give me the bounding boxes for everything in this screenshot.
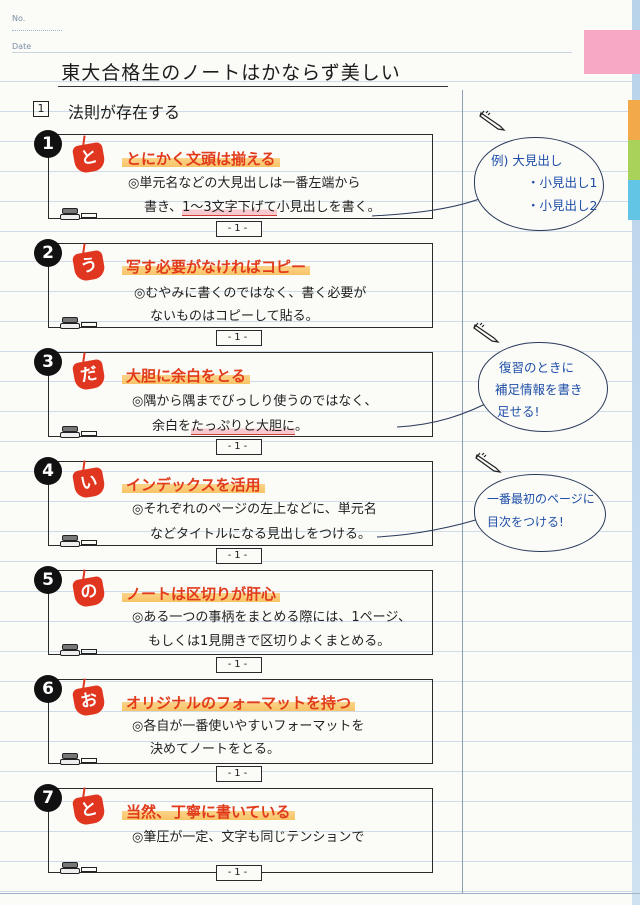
rule-number: 5 — [34, 566, 62, 594]
pencil-icon — [473, 322, 500, 343]
rule-body-line1: ◎隅から隅までびっしり使うのではなく、 — [132, 394, 378, 409]
no-label: No. — [12, 14, 26, 23]
note-line: 目次をつける! — [487, 515, 564, 529]
note-line: ・小見出し2 — [527, 198, 598, 213]
rule-number: 6 — [34, 675, 62, 703]
page-edge — [632, 0, 640, 905]
rule-card-6 — [48, 679, 433, 764]
rule-body-line2: 余白をたっぷりと大胆に。 — [152, 419, 309, 435]
rule-body-highlight: 1〜3文字下げて — [182, 200, 277, 216]
rule-body-line1: ◎むやみに書くのではなく、書く必要が — [134, 286, 367, 301]
rule-body-line2: 決めてノートをとる。 — [150, 742, 281, 757]
sticky-tab-pink — [584, 30, 640, 74]
rule-body-line1: ◎各自が一番使いやすいフォーマットを — [132, 719, 365, 734]
page-number: -1- — [216, 221, 262, 237]
rule-heading: インデックスを活用 — [122, 474, 265, 495]
page-number: -1- — [216, 548, 262, 564]
margin-line — [462, 90, 463, 893]
rule-number: 3 — [34, 348, 62, 376]
rule-body-line1: ◎単元名などの大見出しは一番左端から — [128, 176, 361, 191]
index-tab-blue — [628, 180, 640, 220]
pencil-icon — [479, 110, 506, 131]
eraser-icon — [60, 426, 97, 438]
rule-body-line1: ◎ある一つの事柄をまとめる際には、1ページ、 — [132, 610, 411, 625]
note-line: 足せる! — [497, 404, 540, 419]
no-line — [12, 30, 62, 31]
rule-number: 2 — [34, 239, 62, 267]
section-title: 法則が存在する — [68, 103, 181, 122]
rule-heading: オリジナルのフォーマットを持つ — [122, 692, 356, 713]
note-bubble-3: 一番最初のページに 目次をつける! — [474, 474, 606, 552]
note-line: ・小見出し1 — [527, 175, 598, 190]
rule-number: 4 — [34, 457, 62, 485]
rule-heading: 大胆に余白をとる — [122, 365, 251, 386]
page-number: -1- — [216, 766, 262, 782]
note-line: 補足情報を書き — [495, 382, 583, 397]
date-line — [12, 52, 572, 53]
index-tab-orange — [628, 100, 640, 140]
pencil-icon — [475, 452, 502, 473]
index-tab-green — [628, 140, 640, 180]
page-title: 東大合格生のノートはかならず美しい — [61, 62, 401, 84]
rule-heading: とにかく文頭は揃える — [122, 148, 280, 169]
rule-body-line1: ◎それぞれのページの左上などに、単元名 — [132, 502, 377, 517]
note-line: 一番最初のページに — [487, 492, 595, 506]
note-line: 例) 大見出し — [491, 153, 563, 168]
rule-body-line2: ないものはコピーして貼る。 — [150, 309, 319, 324]
eraser-icon — [60, 644, 97, 656]
page-number: -1- — [216, 657, 262, 673]
page-number: -1- — [216, 330, 262, 346]
rule-card-2 — [48, 243, 433, 328]
page-number: -1- — [216, 439, 262, 455]
rule-heading: 当然、丁寧に書いている — [122, 801, 295, 822]
note-bubble-2: 復習のときに 補足情報を書き 足せる! — [478, 342, 608, 432]
rule-heading: ノートは区切りが肝心 — [122, 583, 281, 604]
note-bubble-1: 例) 大見出し ・小見出し1 ・小見出し2 — [474, 137, 604, 231]
title-underline — [58, 86, 448, 87]
note-connector-1 — [371, 197, 483, 217]
page-header — [0, 0, 640, 60]
eraser-icon — [60, 535, 97, 547]
eraser-icon — [60, 317, 97, 329]
rule-card-5 — [48, 570, 433, 655]
rule-number: 1 — [34, 130, 62, 158]
rule-body-line2: もしくは1見開きで区切りよくまとめる。 — [148, 634, 391, 649]
rule-number: 7 — [34, 784, 62, 812]
rule-body-line2: 書き、1〜3文字下げて小見出しを書く。 — [144, 200, 381, 216]
rule-card-4 — [48, 461, 433, 546]
rule-card-3 — [48, 352, 433, 437]
eraser-icon — [60, 753, 97, 765]
rule-body-highlight: たっぷりと大胆に — [191, 419, 296, 435]
bottom-rule — [0, 893, 640, 894]
eraser-icon — [60, 208, 97, 220]
section-number: 1 — [33, 101, 49, 117]
rule-body-line2: などタイトルになる見出しをつける。 — [150, 527, 372, 542]
eraser-icon — [60, 862, 97, 874]
rule-heading: 写す必要がなければコピー — [122, 256, 311, 277]
rule-card-1 — [48, 134, 433, 219]
date-label: Date — [12, 42, 32, 51]
rule-body-line1: ◎筆圧が一定、文字も同じテンションで — [132, 830, 365, 845]
note-line: 復習のときに — [499, 360, 575, 375]
page-number: -1- — [216, 865, 262, 881]
